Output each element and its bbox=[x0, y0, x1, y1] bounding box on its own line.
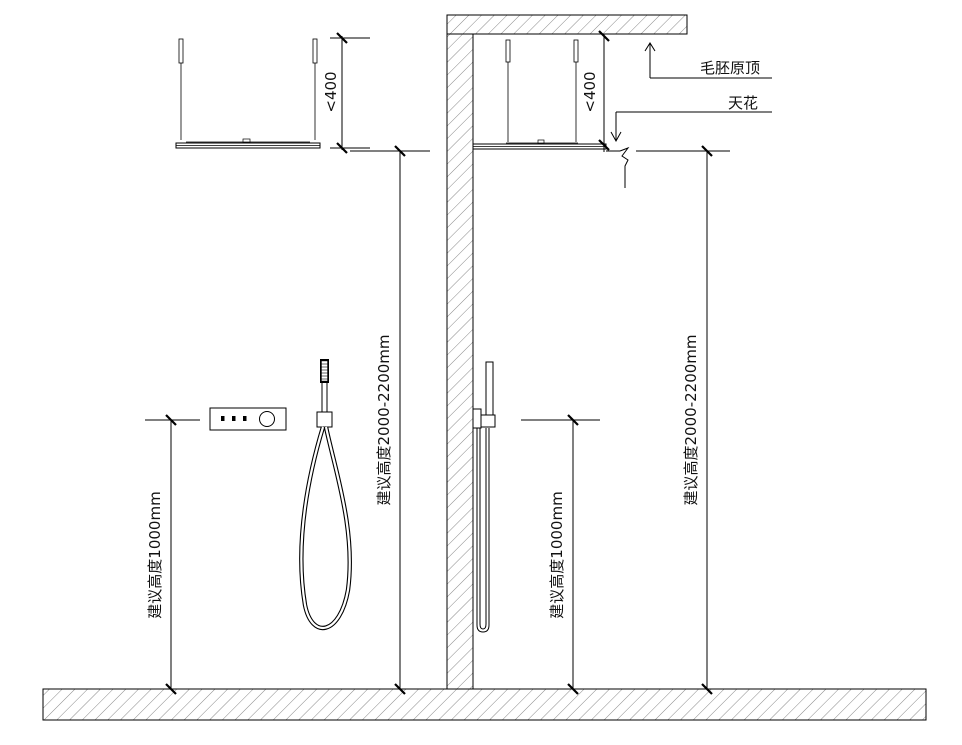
wall-column bbox=[446, 33, 474, 690]
finished-ceiling-line bbox=[606, 146, 730, 188]
ceiling-slab bbox=[446, 14, 688, 35]
left-overhead-shower bbox=[175, 38, 321, 149]
rough-ceiling-label: 毛胚原顶 bbox=[700, 59, 760, 77]
finished-ceiling-leader bbox=[610, 111, 772, 143]
left-valve-height-label: 建议高度1000mm bbox=[146, 491, 164, 618]
right-ceiling-gap-label: <400 bbox=[581, 71, 599, 112]
right-valve-height-dimension bbox=[521, 414, 600, 695]
left-valve-height-dimension bbox=[145, 414, 200, 695]
right-overhead-height-label: 建议高度2000-2200mm bbox=[682, 335, 700, 506]
left-overhead-height-label: 建议高度2000-2200mm bbox=[375, 335, 393, 506]
right-ceiling-gap-dimension bbox=[598, 30, 610, 152]
left-ceiling-gap-label: <400 bbox=[322, 71, 340, 112]
left-valve-panel bbox=[209, 407, 287, 431]
right-valve-height-label: 建议高度1000mm bbox=[548, 491, 566, 618]
right-overhead-height-dimension bbox=[701, 145, 713, 695]
left-ceiling-gap-dimension bbox=[330, 32, 370, 154]
rough-ceiling-leader bbox=[644, 42, 772, 79]
left-overhead-height-dimension bbox=[350, 145, 430, 695]
right-hand-shower bbox=[472, 361, 496, 633]
floor-slab bbox=[42, 688, 927, 721]
finished-ceiling-label: 天花 bbox=[728, 94, 758, 112]
left-hand-shower bbox=[299, 359, 352, 631]
